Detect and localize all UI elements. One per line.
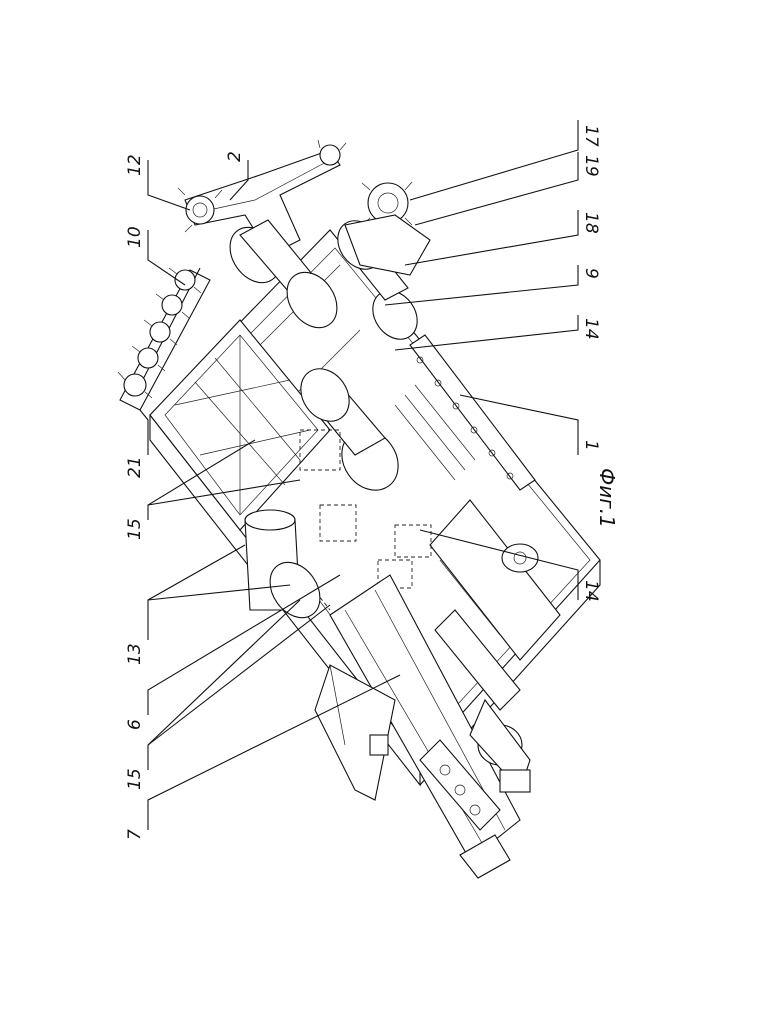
callout-6: 6 — [125, 719, 145, 730]
callout-14-upper: 14 — [581, 318, 601, 340]
callout-12: 12 — [125, 154, 145, 176]
mining-machine-drawing — [118, 140, 600, 878]
callout-13: 13 — [125, 643, 145, 665]
callout-9: 9 — [581, 268, 601, 279]
callout-21: 21 — [125, 456, 145, 478]
callout-2: 2 — [225, 151, 245, 162]
callout-10: 10 — [125, 226, 145, 248]
callout-7: 7 — [125, 829, 145, 840]
callout-15-upper: 15 — [125, 518, 145, 540]
callout-15-lower: 15 — [125, 768, 145, 790]
callout-17: 17 — [581, 125, 601, 147]
callout-18: 18 — [581, 212, 601, 234]
callout-14-lower: 14 — [581, 580, 601, 602]
figure-caption: Фиг.1 — [595, 468, 619, 528]
callout-1: 1 — [581, 440, 601, 451]
callout-19: 19 — [581, 155, 601, 177]
